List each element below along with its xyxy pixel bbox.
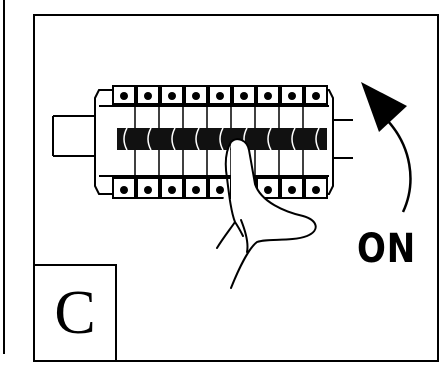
instruction-panel: ON C: [33, 14, 439, 362]
arrow-head: [361, 82, 407, 132]
toggle-levers: [117, 127, 327, 151]
step-letter: C: [54, 279, 96, 347]
curved-arrow-icon: [386, 119, 412, 213]
bottom-terminals: [112, 177, 328, 199]
breaker-illustration: [52, 82, 412, 289]
screw-heads: [120, 92, 320, 194]
previous-panel-edge: [0, 0, 5, 354]
hand-icon: [216, 138, 317, 289]
on-label: ON: [357, 226, 417, 272]
step-label-box: C: [35, 264, 117, 360]
